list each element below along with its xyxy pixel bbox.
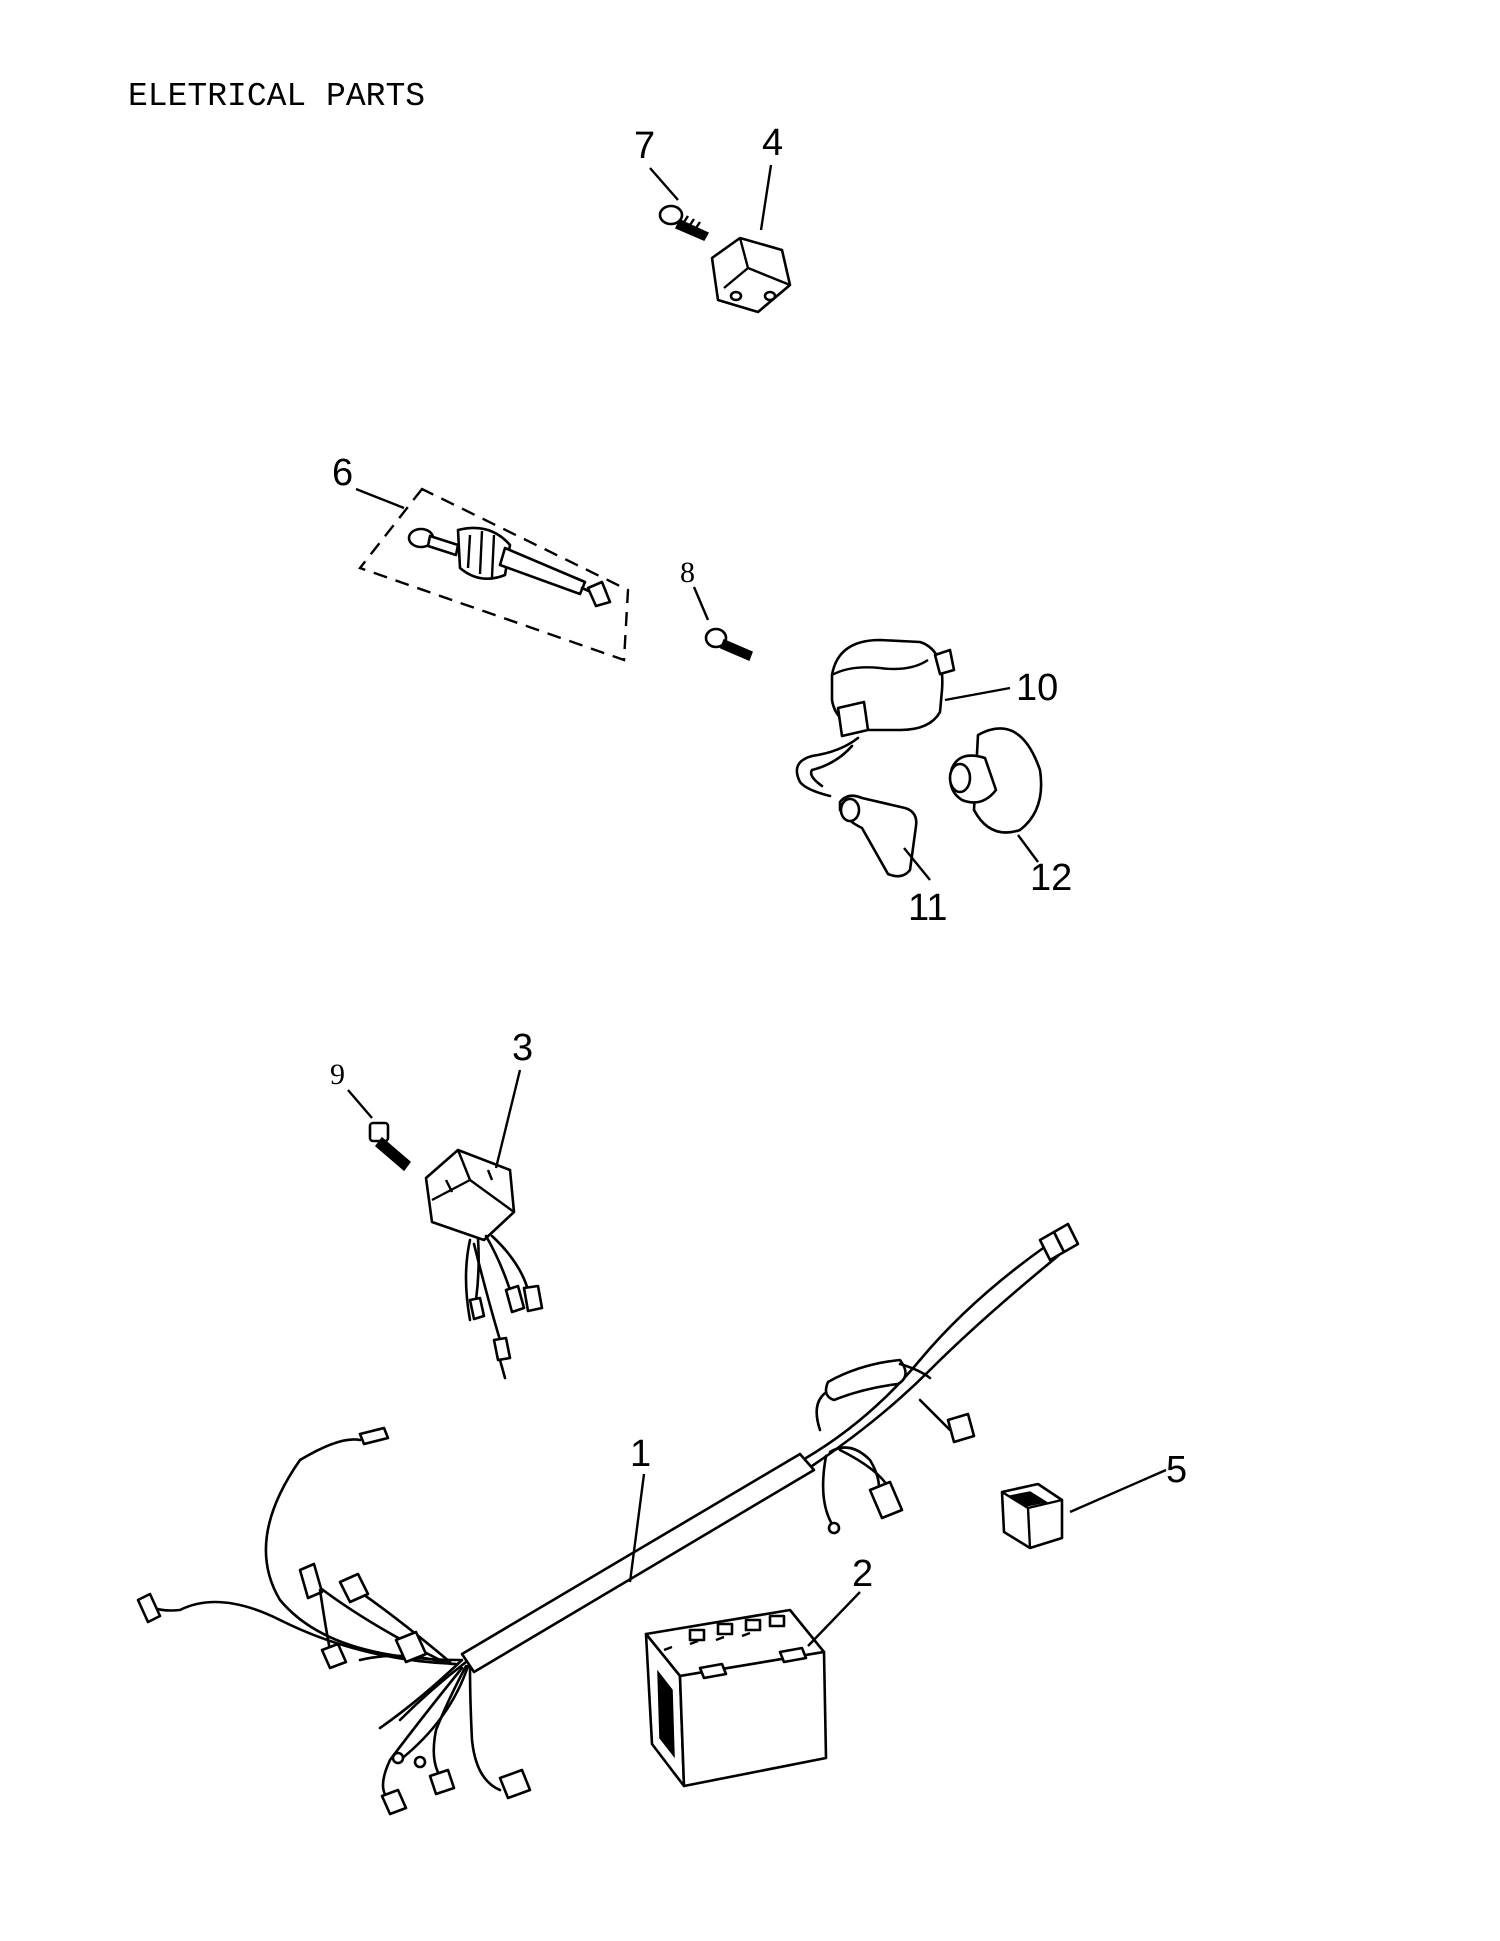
part-5-relay (1000, 1482, 1064, 1550)
part-9-bolt (368, 1121, 412, 1172)
part-4-cover (710, 236, 792, 314)
part-2-battery (644, 1608, 828, 1788)
callout-10: 10 (1016, 667, 1058, 709)
leader-8 (692, 586, 710, 621)
part-1-wire-harness (136, 1222, 1080, 1816)
callout-1: 1 (630, 1433, 651, 1475)
leader-6 (355, 487, 405, 510)
part-11-hightension-cord (795, 736, 918, 878)
leader-10 (944, 686, 1011, 702)
callout-5: 5 (1166, 1449, 1187, 1491)
part-7-screw (658, 204, 710, 241)
part-3-cdi-unit (424, 1148, 544, 1380)
callout-7: 7 (634, 125, 655, 167)
callout-6: 6 (332, 452, 353, 494)
part-6-switch-assembly (358, 487, 630, 662)
callout-12: 12 (1030, 857, 1072, 899)
part-8-screw (704, 627, 753, 661)
leader-2 (807, 1591, 861, 1647)
leader-11 (903, 847, 931, 881)
leader-12 (1017, 834, 1039, 863)
callout-11: 11 (908, 887, 947, 929)
leader-5 (1069, 1468, 1167, 1514)
callout-3: 3 (512, 1027, 533, 1069)
leader-3 (494, 1069, 522, 1169)
callout-2: 2 (852, 1553, 873, 1595)
leader-7 (649, 167, 679, 201)
diagram-title: ELETRICAL PARTS (128, 78, 426, 115)
callout-9: 9 (330, 1058, 345, 1091)
leader-1 (628, 1473, 646, 1583)
leader-4 (759, 164, 773, 231)
leader-9 (347, 1089, 373, 1119)
part-12-boot-cap (948, 727, 1043, 834)
callout-4: 4 (762, 122, 783, 164)
part-10-ignition-coil (830, 638, 956, 738)
callout-8: 8 (680, 556, 695, 589)
